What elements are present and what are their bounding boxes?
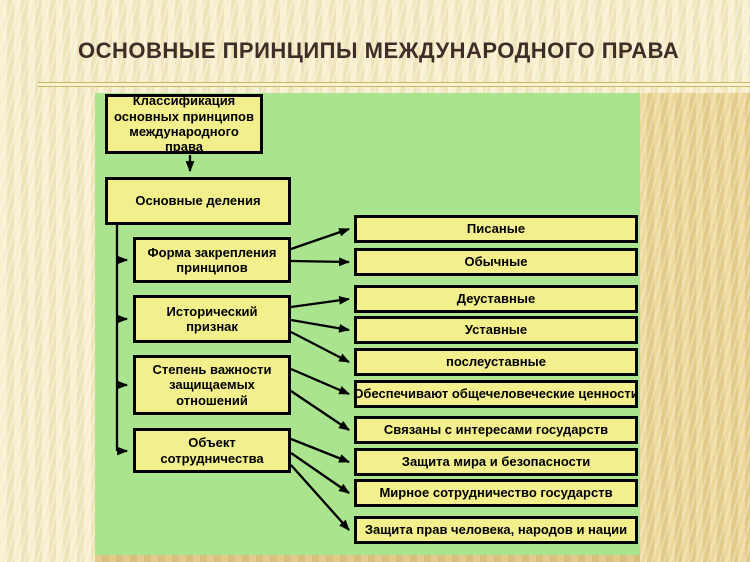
item-box-state-interests: Связаны с интересами государств bbox=[354, 416, 638, 444]
category-box-importance: Степень важности защищаемых отношений bbox=[133, 355, 291, 415]
item-box-peaceful-cooperation: Мирное сотрудничество государств bbox=[354, 479, 638, 507]
item-box-universal-values: Обеспечивают общечеловеческие ценности bbox=[353, 380, 639, 408]
background-right-band bbox=[640, 93, 750, 562]
background-bottom-band bbox=[95, 555, 640, 562]
item-box-peace-security: Защита мира и безопасности bbox=[354, 448, 638, 476]
item-box-postcharter: послеуставные bbox=[354, 348, 638, 376]
item-box-charter: Уставные bbox=[354, 316, 638, 344]
item-box-written: Писаные bbox=[354, 215, 638, 243]
item-box-customary: Обычные bbox=[354, 248, 638, 276]
title-divider-line bbox=[38, 82, 750, 87]
item-box-precharter: Деуставные bbox=[354, 285, 638, 313]
category-box-form: Форма закрепления принципов bbox=[133, 237, 291, 283]
item-box-human-rights: Защита прав человека, народов и нации bbox=[354, 516, 638, 544]
root-box: Классификация основных принципов междуна… bbox=[105, 93, 263, 154]
category-box-object: Объект сотрудничества bbox=[133, 428, 291, 473]
main-divisions-box: Основные деления bbox=[105, 177, 291, 225]
slide-title: ОСНОВНЫЕ ПРИНЦИПЫ МЕЖДУНАРОДНОГО ПРАВА bbox=[78, 38, 680, 63]
category-box-historical: Исторический признак bbox=[133, 295, 291, 343]
